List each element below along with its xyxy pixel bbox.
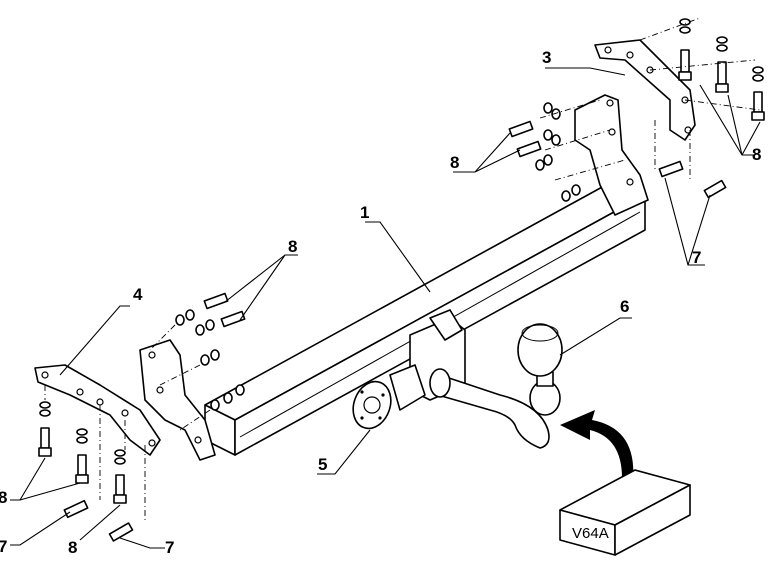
label-bracket-right: 3	[542, 48, 551, 67]
label-hardware-lower-left-b: 8	[68, 538, 77, 557]
label-socket-plate: 5	[318, 455, 327, 474]
label-hardware-lower-left-a: 8	[0, 488, 7, 507]
label-bolts-right: 7	[692, 248, 701, 267]
hardware-left-upper	[149, 292, 246, 431]
leader-lines	[10, 67, 761, 549]
variant-code: V64A	[572, 525, 609, 542]
hardware-left-lower	[38, 385, 146, 542]
hardware-right-upper	[639, 17, 765, 199]
direction-arrow	[560, 410, 634, 500]
label-bracket-left: 4	[133, 285, 143, 304]
left-bracket	[34, 364, 161, 456]
label-bolts-lower-left: 7	[0, 537, 7, 556]
label-tow-ball: 6	[620, 297, 629, 316]
label-main-bar: 1	[360, 203, 369, 222]
label-hardware-center: 8	[450, 153, 459, 172]
label-hardware-upper-left: 8	[288, 237, 297, 256]
variant-box: V64A	[559, 469, 691, 556]
socket-plate	[352, 380, 392, 430]
tow-ball-assembly	[429, 323, 563, 449]
right-bracket	[594, 39, 696, 141]
label-bolts-left: 7	[165, 538, 174, 557]
hardware-right-center	[508, 99, 626, 202]
label-hardware-right: 8	[752, 145, 761, 164]
